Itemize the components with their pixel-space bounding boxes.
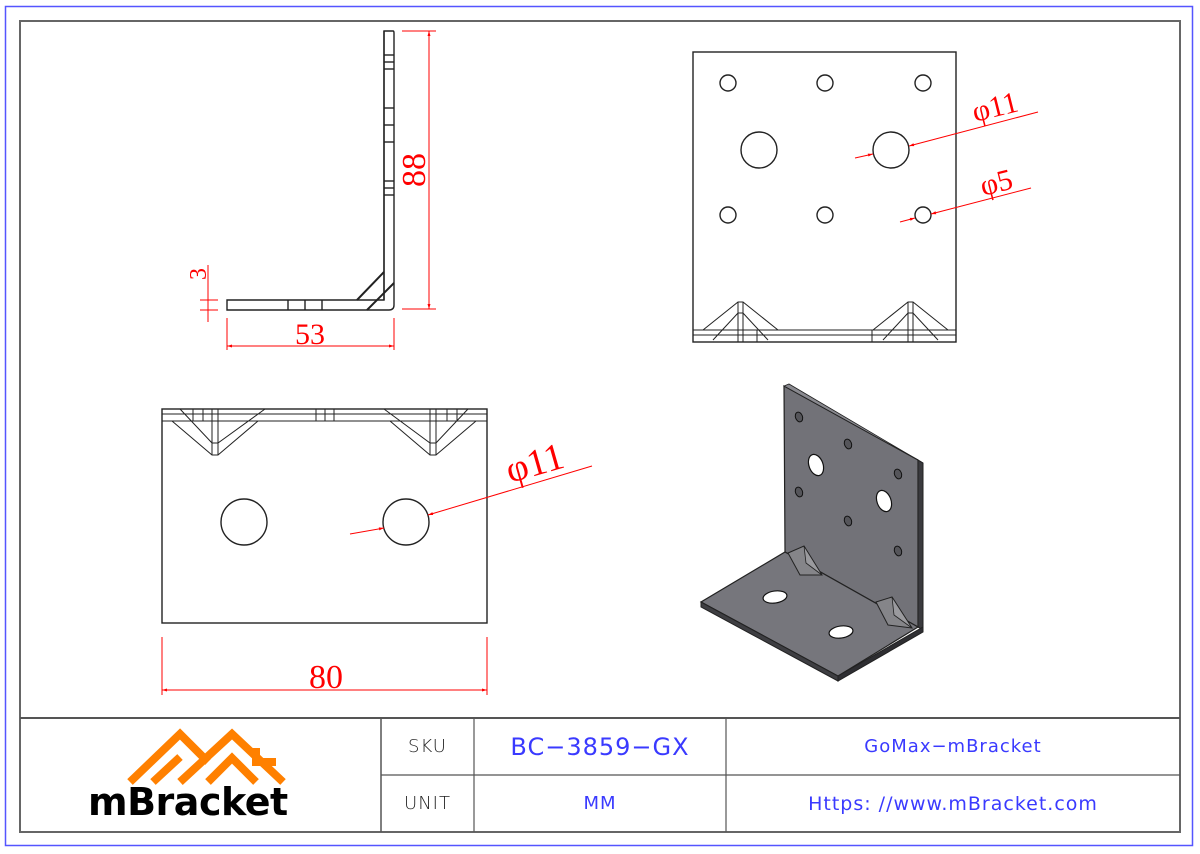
logo-text: mBracket	[88, 780, 288, 824]
top-view-dimensions	[161, 465, 593, 695]
dim-hole-11-top: φ11	[501, 435, 569, 492]
iso-view	[699, 383, 924, 682]
side-view-dimensions	[200, 30, 436, 350]
dim-width-80: 80	[309, 659, 343, 696]
dim-thickness-3: 3	[186, 268, 212, 280]
website-link[interactable]: Https: //www.mBracket.com	[808, 792, 1098, 815]
dim-width-53: 53	[295, 318, 325, 351]
sku-label: SKU	[408, 736, 447, 757]
dim-hole-11-front: φ11	[969, 86, 1022, 129]
logo-roof-icon	[127, 728, 286, 785]
top-view	[161, 408, 488, 624]
dim-hole-5: φ5	[977, 163, 1016, 203]
sku-value: BC−3859−GX	[510, 732, 690, 761]
product-name: GoMax−mBracket	[864, 736, 1042, 757]
front-view	[692, 51, 957, 343]
title-block-grid	[20, 717, 1180, 832]
dim-height-88: 88	[396, 153, 433, 187]
side-view	[226, 30, 395, 311]
front-view-dimensions	[854, 111, 1039, 223]
outer-border	[4, 5, 1194, 847]
unit-label: UNIT	[404, 793, 451, 814]
unit-value: MM	[583, 793, 617, 814]
inner-frame	[19, 20, 1181, 833]
